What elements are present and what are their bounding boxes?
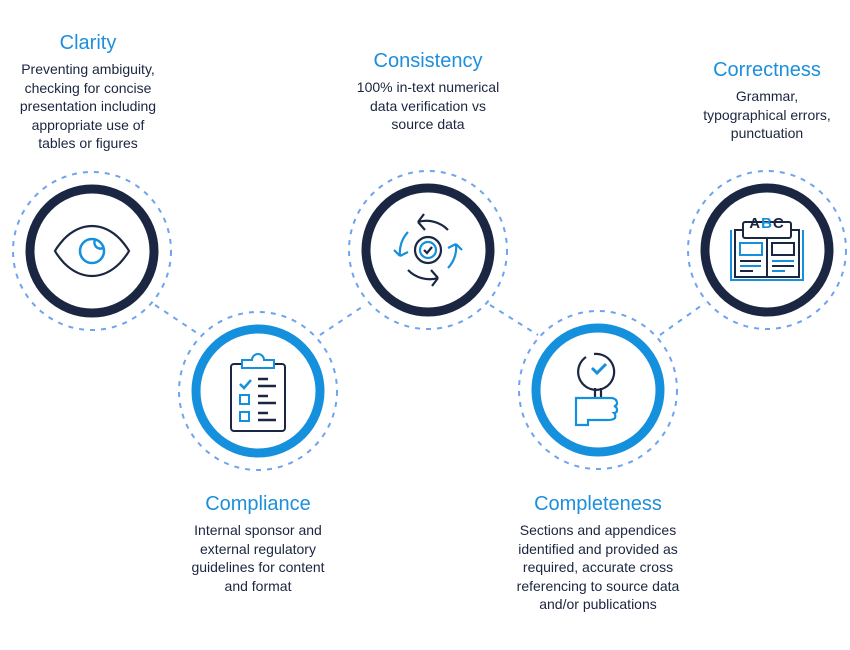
desc-line: Internal sponsor and [194,522,322,538]
compliance-description: Internal sponsor and external regulatory… [158,521,358,595]
correctness-text: Correctness Grammar, typographical error… [677,58,850,143]
hand-holding-check-sign-icon [574,352,619,427]
desc-line: appropriate use of [31,116,145,133]
desc-line: referencing to source data [516,577,680,594]
letter-c: C [772,215,785,232]
desc-line: identified and provided as [518,540,678,557]
letter-b: B [761,215,773,232]
desc-line: data verification vs [370,97,486,114]
compliance-node [178,311,338,471]
abc-letters: ABC [743,215,791,232]
compliance-text: Compliance Internal sponsor and external… [158,492,358,595]
desc-line: punctuation [730,125,804,141]
desc-line: required, accurate cross [522,559,674,575]
desc-line: checking for concise [24,79,152,96]
desc-line: Preventing ambiguity, [21,61,155,77]
desc-line: Grammar, [735,88,799,104]
correctness-title: Correctness [713,59,821,81]
cycle-arrows-icon [393,213,463,287]
clarity-title: Clarity [59,32,117,54]
completeness-description: Sections and appendices identified and p… [488,521,708,614]
desc-line: source data [391,116,465,132]
desc-line: tables or figures [38,135,138,151]
desc-line: guidelines for content [191,559,325,575]
clarity-text: Clarity Preventing ambiguity, checking f… [0,31,178,153]
desc-line: typographical errors, [703,106,831,123]
correctness-description: Grammar, typographical errors, punctuati… [677,87,850,143]
completeness-node [518,310,678,470]
desc-line: 100% in-text numerical [356,79,500,95]
clipboard-checklist-icon [230,353,286,432]
clarity-node [12,171,172,331]
abc-book-icon [730,221,804,281]
completeness-text: Completeness Sections and appendices ide… [488,492,708,614]
desc-line: Sections and appendices [519,522,677,538]
desc-line: external regulatory [200,540,316,557]
consistency-text: Consistency 100% in-text numerical data … [328,49,528,134]
eye-icon [53,224,131,278]
desc-line: and/or publications [539,596,657,612]
desc-line: and format [224,577,292,594]
correctness-node [687,170,847,330]
desc-line: presentation including [19,98,157,114]
completeness-title: Completeness [534,493,662,515]
consistency-title: Consistency [373,50,483,72]
clarity-description: Preventing ambiguity, checking for conci… [0,60,178,153]
compliance-title: Compliance [205,493,311,515]
letter-a: A [749,215,762,232]
consistency-node [348,170,508,330]
consistency-description: 100% in-text numerical data verification… [328,78,528,134]
